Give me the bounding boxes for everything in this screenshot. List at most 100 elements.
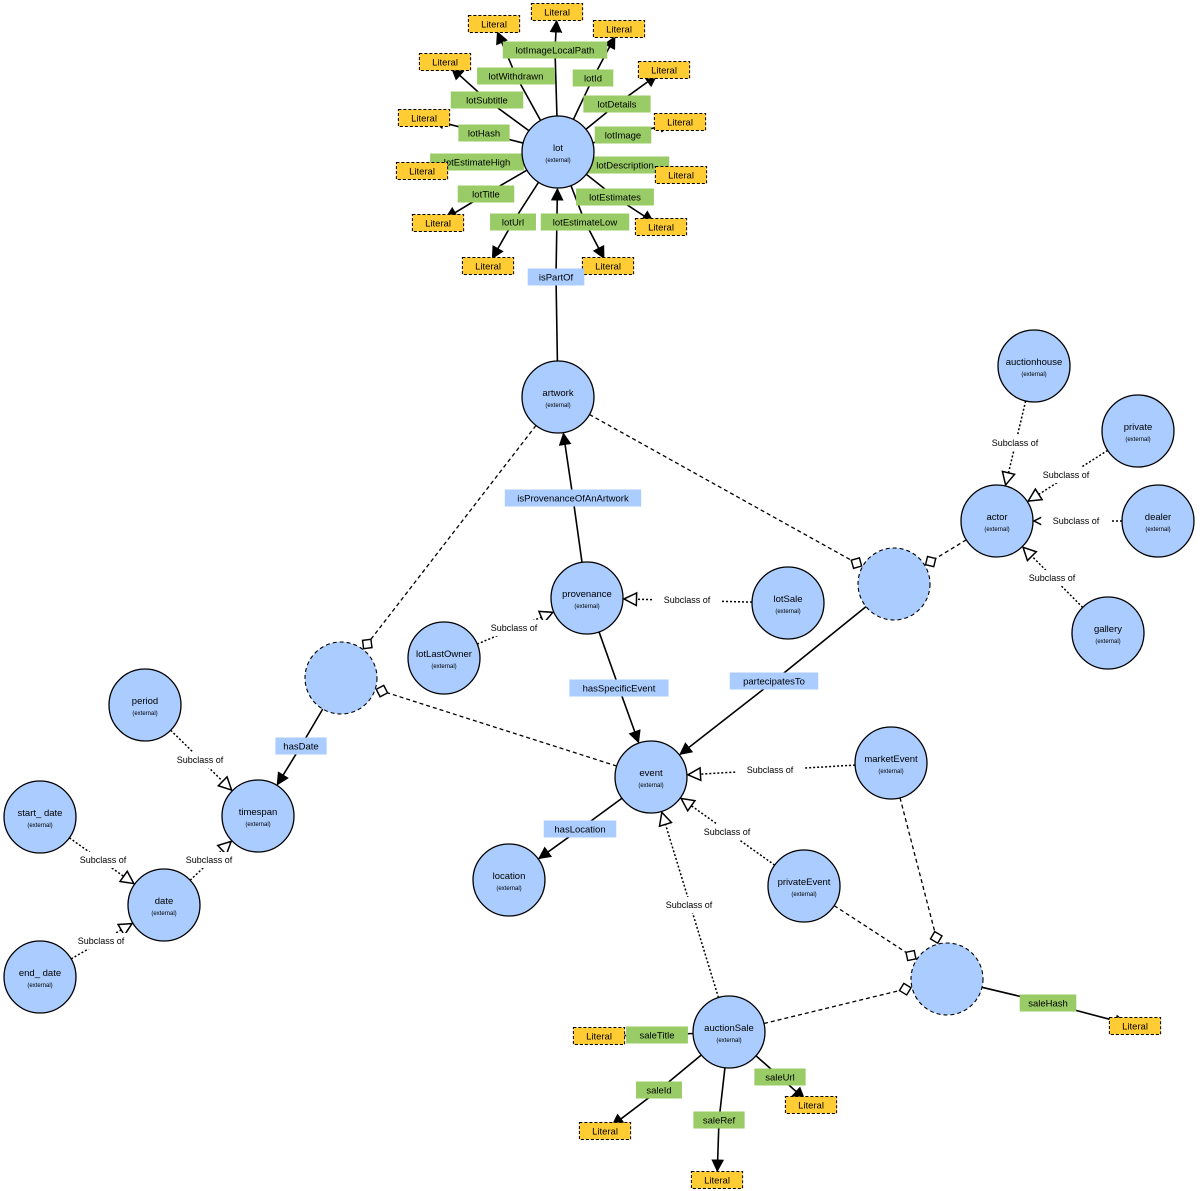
class-lotSale-external: (external) (775, 609, 800, 615)
anonymous-class-hubA[interactable] (304, 641, 378, 715)
subclass-label-end_date-bg (66, 933, 136, 949)
literal-saleRef-text: Literal (704, 1175, 730, 1186)
anonymous-class-hubC[interactable] (910, 942, 984, 1016)
property-lotImage: lotImage (594, 126, 652, 144)
literal-lotImage: Literal (653, 113, 707, 131)
class-period-label: period (132, 696, 158, 707)
property-lotWithdrawn-text: lotWithdrawn (489, 71, 544, 82)
property-lotHash-box (458, 124, 510, 142)
literal-lotDetails: Literal (637, 61, 691, 79)
class-timespan[interactable]: timespan (external) (221, 779, 295, 853)
object-property-hasLocation-box (543, 820, 617, 838)
subclass-label-end_date: Subclass of (66, 933, 136, 949)
class-end_date[interactable]: end_ date(external) (3, 940, 77, 1014)
literal-lotDescription-text: Literal (668, 170, 694, 181)
property-lotEstimateLow-box (540, 213, 630, 231)
property-saleUrl: saleUrl (754, 1068, 806, 1086)
literal-lotEstimateLow-box (581, 257, 635, 275)
class-lotSale[interactable]: lotSale (external) (751, 566, 825, 640)
class-auctionhouse-label: auctionhouse (1006, 357, 1063, 368)
property-lotEstimateLow: lotEstimateLow (540, 213, 630, 231)
property-lotUrl-text: lotUrl (502, 217, 524, 228)
class-auctionSale-circle (692, 995, 766, 1069)
property-lotHash-text: lotHash (468, 128, 500, 139)
hub-link-actor-hubB (924, 539, 967, 568)
class-date[interactable]: date(external) (127, 868, 201, 942)
class-timespan-label: timespan (239, 807, 278, 818)
class-auctionhouse[interactable]: auctionhouse(external) (997, 329, 1071, 403)
subclass-label-auctionhouse: Subclass of (980, 435, 1050, 451)
class-dealer-label: dealer (1145, 512, 1171, 523)
class-event-label: event (639, 768, 663, 779)
subclass-label-gallery-bg (1017, 570, 1087, 586)
class-location[interactable]: location(external) (472, 843, 546, 917)
class-date-circle (127, 868, 201, 942)
literal-lotImage-text: Literal (667, 117, 693, 128)
property-saleId: saleId (636, 1081, 682, 1099)
class-start_date[interactable]: start_ date(external) (3, 780, 77, 854)
subclass-label-period-bg (165, 752, 235, 768)
subclass-label-auctionhouse-bg (980, 435, 1050, 451)
class-lotSale-label: lotSale (773, 594, 802, 605)
object-property-isPartOf: isPartOf (527, 268, 585, 286)
class-auctionSale[interactable]: auctionSale(external) (692, 995, 766, 1069)
subclass-label-lotLastOwner: Subclass of (479, 620, 549, 636)
literal-saleUrl-text: Literal (798, 1100, 824, 1111)
literal-lotId-box (592, 20, 646, 38)
literal-lotUrl: Literal (461, 257, 515, 275)
literal-lotUrl-text: Literal (475, 261, 501, 272)
property-lotImageLocalPath-text: lotImageLocalPath (516, 45, 595, 56)
property-saleRef: saleRef (693, 1111, 745, 1129)
class-gallery[interactable]: gallery(external) (1071, 596, 1145, 670)
class-lot[interactable]: lot(external) (521, 115, 595, 189)
subclass-label-privateEvent: Subclass of (692, 824, 762, 840)
hub-link-auctionSale-hubC (763, 982, 913, 1025)
literal-lotEstimateHigh: Literal (395, 162, 449, 180)
subclass-label-marketEvent-bg (735, 762, 805, 778)
class-end_date-label: end_ date (19, 968, 61, 979)
literal-lotImage-box (653, 113, 707, 131)
class-period-external: (external) (132, 711, 157, 717)
subclass-label-date-text: Subclass of (186, 855, 233, 865)
literal-saleHash: Literal (1108, 1017, 1162, 1035)
class-gallery-external: (external) (1095, 639, 1120, 645)
literal-lotEstimateLow: Literal (581, 257, 635, 275)
property-lotTitle-text: lotTitle (472, 189, 500, 200)
literal-lotTitle-box (411, 214, 465, 232)
literal-lotWithdrawn-box (467, 15, 521, 33)
class-privateEvent[interactable]: privateEvent(external) (767, 849, 841, 923)
class-artwork[interactable]: artwork(external) (521, 360, 595, 434)
class-start_date-circle (3, 780, 77, 854)
literal-lotEstimates-text: Literal (648, 222, 674, 233)
property-saleId-text: saleId (646, 1085, 671, 1096)
class-private[interactable]: private(external) (1101, 394, 1175, 468)
literal-lotHash: Literal (397, 109, 451, 127)
class-timespan-external: (external) (245, 822, 270, 828)
object-property-hasSpecificEvent-text: hasSpecificEvent (583, 683, 656, 694)
class-auctionSale-label: auctionSale (704, 1023, 754, 1034)
class-actor-label: actor (986, 512, 1007, 523)
class-period[interactable]: period (external) (108, 668, 182, 742)
literal-lotEstimates-box (634, 218, 688, 236)
class-marketEvent[interactable]: marketEvent(external) (854, 726, 928, 800)
property-lotId: lotId (572, 69, 614, 87)
literal-lotWithdrawn: Literal (467, 15, 521, 33)
class-event[interactable]: event(external) (614, 740, 688, 814)
class-provenance-circle (550, 561, 624, 635)
class-provenance[interactable]: provenance(external) (550, 561, 624, 635)
property-lotSubtitle-box (450, 91, 524, 109)
class-actor[interactable]: actor(external) (960, 484, 1034, 558)
property-saleRef-box (693, 1111, 745, 1129)
class-date-label: date (155, 896, 174, 907)
class-timespan-circle (221, 779, 295, 853)
class-provenance-external: (external) (574, 604, 599, 610)
property-lotDetails-text: lotDetails (597, 99, 636, 110)
class-private-label: private (1124, 422, 1153, 433)
property-lotImageLocalPath: lotImageLocalPath (502, 41, 608, 59)
literal-lotWithdrawn-text: Literal (481, 19, 507, 30)
class-dealer[interactable]: dealer(external) (1121, 484, 1195, 558)
class-location-circle (472, 843, 546, 917)
anonymous-class-hubB[interactable] (857, 547, 931, 621)
property-lotDescription-text: lotDescription (596, 160, 654, 171)
class-lotLastOwner[interactable]: lotLastOwner(external) (407, 621, 481, 695)
